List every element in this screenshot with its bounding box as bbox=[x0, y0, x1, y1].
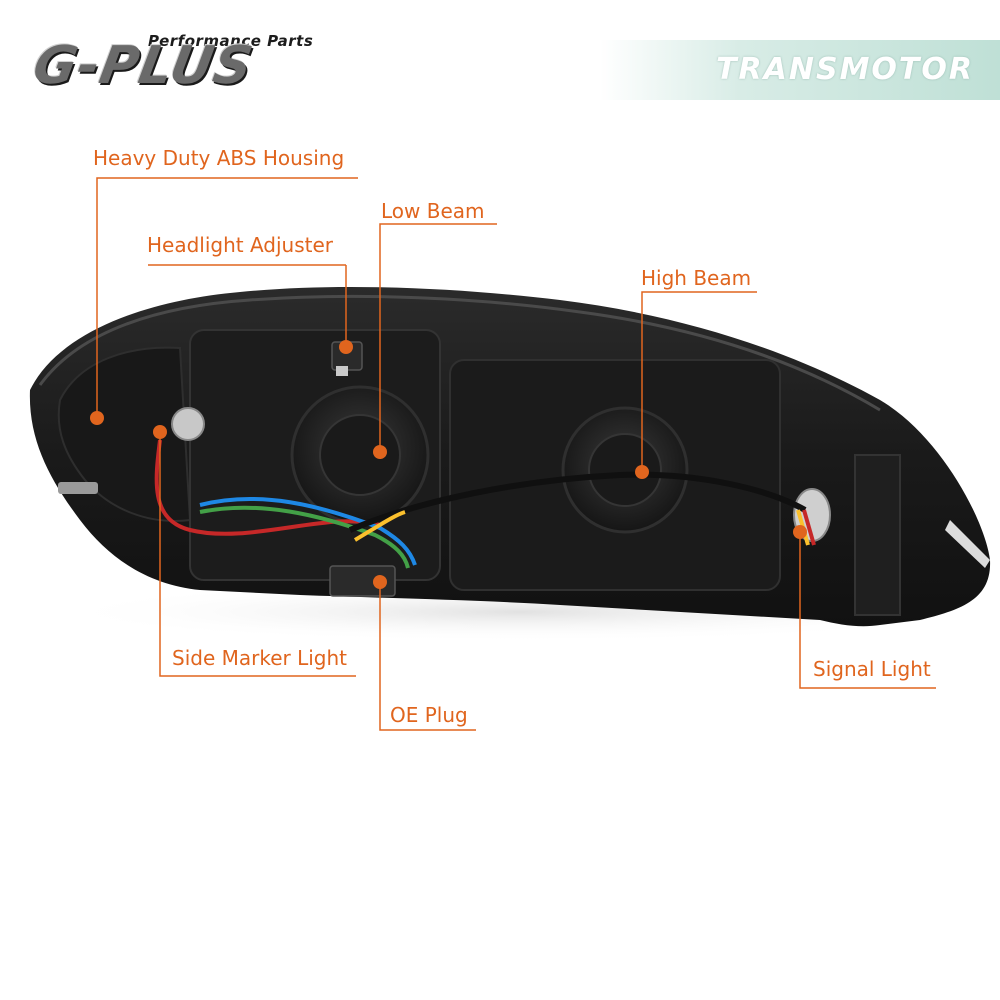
right-mount bbox=[854, 454, 901, 616]
housing-rim bbox=[38, 294, 881, 412]
side-marker-socket bbox=[171, 407, 205, 441]
mount-bolt bbox=[58, 482, 98, 494]
logo-tagline: Performance Parts bbox=[148, 32, 314, 50]
side-marker-callout: Side Marker Light bbox=[172, 646, 348, 670]
low-beam-callout: Low Beam bbox=[381, 199, 485, 223]
housing-callout: Heavy Duty ABS Housing bbox=[93, 146, 345, 170]
callout-lines bbox=[96, 177, 936, 731]
oe-plug-callout: OE Plug bbox=[390, 703, 468, 727]
adjuster-callout: Headlight Adjuster bbox=[147, 233, 334, 257]
high-beam-callout: High Beam bbox=[641, 266, 752, 290]
callout-dots bbox=[90, 340, 807, 589]
brand-name: TRANSMOTOR bbox=[716, 52, 974, 87]
gplus-logo: Performance Parts G-PLUS bbox=[29, 28, 390, 98]
signal-callout: Signal Light bbox=[813, 657, 931, 681]
brand-banner: TRANSMOTOR bbox=[600, 40, 1000, 100]
